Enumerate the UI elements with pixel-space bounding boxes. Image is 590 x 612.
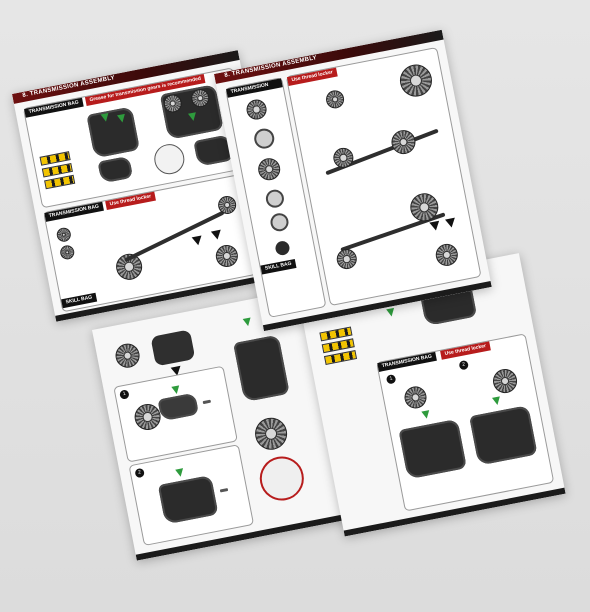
warning-strip: [44, 174, 76, 190]
notice-tag: Use thread locker: [440, 341, 491, 360]
grease-icon: [445, 217, 457, 229]
gear-part: [389, 128, 418, 157]
gear-part: [490, 366, 520, 396]
bag-tag: TRANSMISSION BAG: [377, 351, 437, 372]
screw-part: [219, 488, 229, 493]
step-number: 1: [119, 389, 130, 400]
green-arrow-icon: [100, 112, 110, 123]
green-arrow-icon: [242, 317, 253, 327]
gear-part: [433, 242, 460, 268]
screw-part: [202, 399, 212, 405]
transmission-case-part: [157, 474, 219, 525]
green-arrow-icon: [491, 396, 502, 406]
notice-tag: Use thread locker: [286, 67, 338, 86]
section-tag: SKILL BAG: [260, 259, 297, 275]
bearing-part: [252, 126, 276, 151]
transmission-case-part: [233, 334, 290, 403]
warning-strip: [323, 350, 358, 365]
gear-part: [55, 226, 73, 243]
diff-housing-part: [150, 329, 196, 367]
gear-part: [324, 88, 346, 110]
gear-part: [397, 61, 435, 100]
shaft-cross-section-part: [274, 239, 291, 257]
gear-part: [256, 156, 283, 183]
transmission-case-part: [86, 106, 140, 159]
transmission-case-part: [469, 405, 538, 466]
drive-shaft-part: [123, 210, 225, 263]
bearing-part: [268, 211, 291, 233]
sheet-top-right: 8. TRANSMISSION ASSEMBLY TRANSMISSION BA…: [214, 29, 492, 332]
green-arrow-icon: [175, 468, 185, 478]
detail-zoom-circle: [151, 141, 187, 177]
transmission-case-part: [398, 418, 467, 480]
section-tag: SKILL BAG: [61, 292, 98, 309]
bag-tag: TRANSMISSION BAG: [226, 78, 283, 104]
green-arrow-icon: [188, 112, 198, 122]
step-number: 1: [385, 373, 397, 385]
bearing-part: [264, 188, 286, 210]
gear-part: [252, 414, 290, 453]
green-arrow-icon: [117, 113, 127, 124]
step-number: 2: [134, 467, 145, 479]
gear-part: [59, 244, 76, 261]
step-number: 2: [458, 359, 470, 371]
step-panel: TRANSMISSION BAG Use thread locker 1 2: [376, 333, 555, 512]
gear-part: [213, 243, 240, 269]
gear-part: [402, 384, 429, 411]
detail-zoom-circle: [256, 452, 308, 505]
grease-icon: [191, 235, 204, 247]
green-arrow-icon: [171, 385, 181, 395]
green-arrow-icon: [386, 307, 396, 318]
gear-part: [244, 97, 269, 122]
bag-tag: TRANSMISSION BAG: [24, 97, 84, 118]
gear-part: [335, 247, 359, 271]
green-arrow-icon: [421, 410, 431, 420]
step-panel: 2: [128, 444, 255, 547]
grease-icon: [429, 220, 441, 232]
small-housing-part: [97, 155, 134, 184]
grease-icon: [210, 229, 223, 241]
gear-part: [113, 341, 142, 370]
gear-part: [331, 146, 356, 170]
output-shaft-housing-part: [157, 392, 200, 422]
